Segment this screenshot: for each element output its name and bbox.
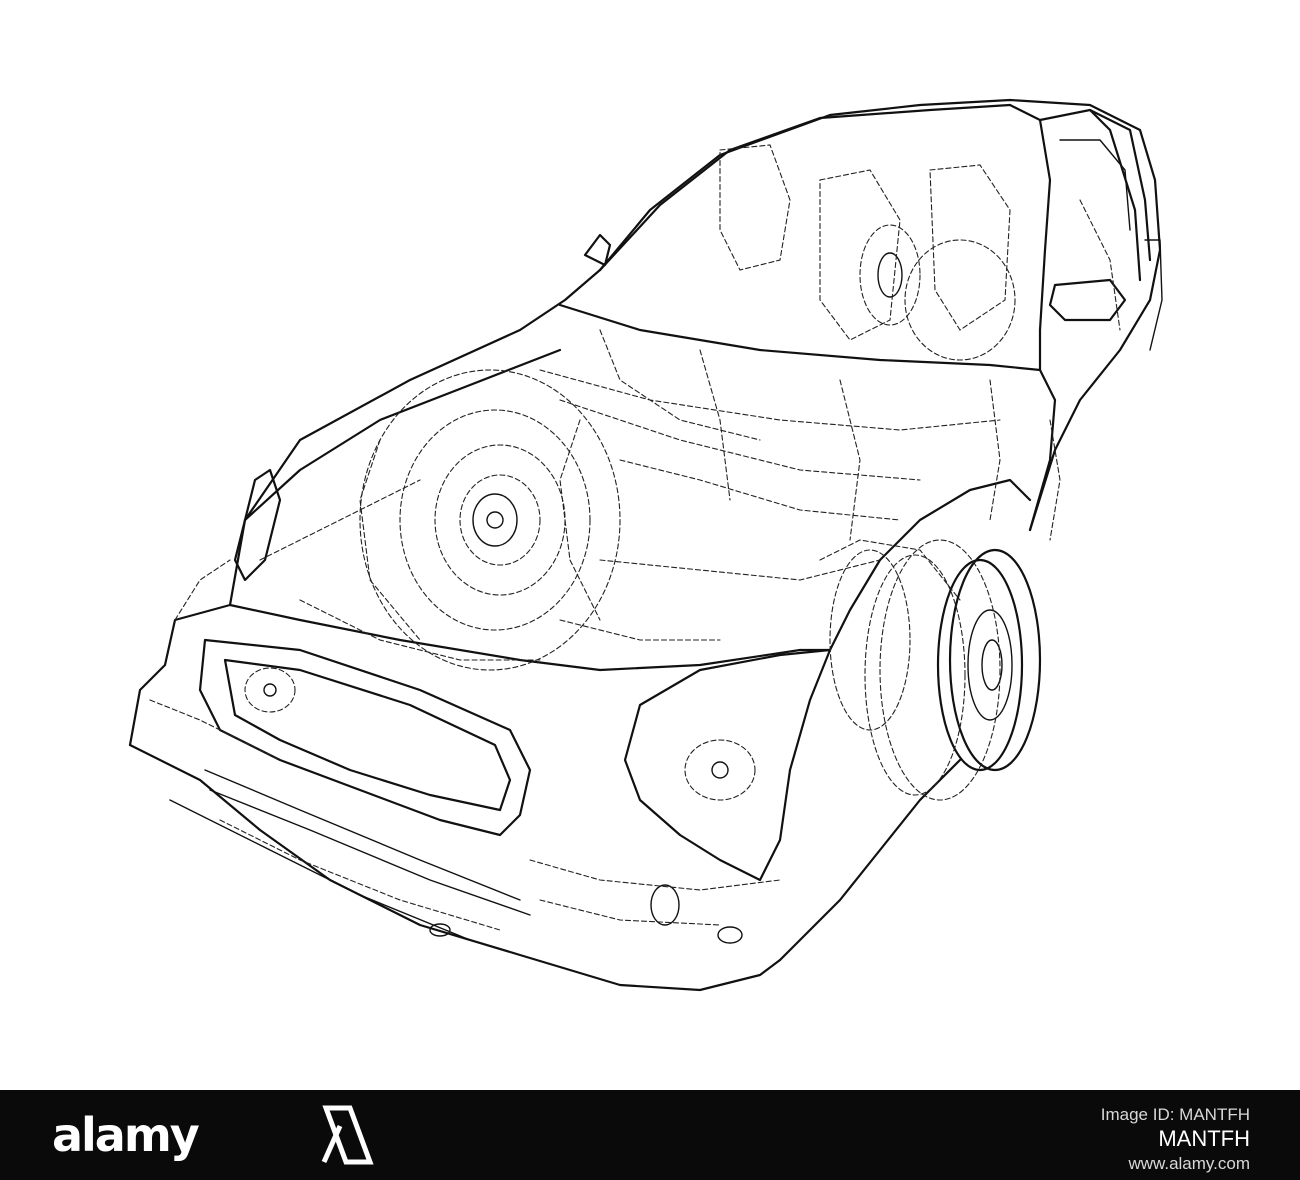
- car-body-outline: [128, 98, 1163, 992]
- image-id-label: Image ID: MANTFH: [1100, 1105, 1250, 1124]
- car-wireframe-illustration: [128, 98, 1163, 992]
- illustration-area: [128, 98, 1163, 992]
- image-info: Image ID: MANTFH MANTFH www.alamy.com: [1101, 1104, 1250, 1176]
- front-right-wheel: [864, 539, 1042, 801]
- brand-logo-text: alamy: [52, 1108, 200, 1162]
- watermark-footer: alamy Image ID: MANTFH MANTFH www.alamy.…: [0, 1090, 1300, 1180]
- image-id: MANTFH: [1158, 1126, 1250, 1151]
- site-url: www.alamy.com: [1128, 1154, 1250, 1173]
- internal-components: [149, 144, 1121, 931]
- brand-logo-icon: [321, 1105, 374, 1165]
